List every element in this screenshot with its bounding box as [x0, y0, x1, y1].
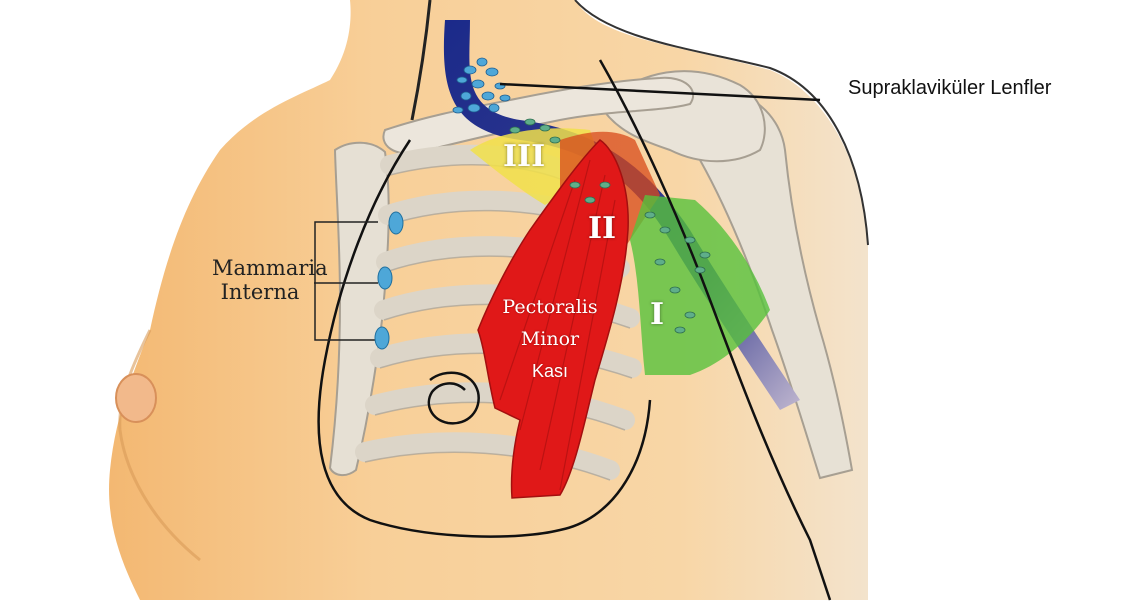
- level-3-label: III: [503, 140, 545, 175]
- level-2-label: II: [588, 212, 616, 247]
- pectoralis-minor-label: Pectoralis Minor Kası: [495, 297, 605, 381]
- muscle-line-3: Kası: [495, 361, 605, 382]
- mammaria-line-1: Mammaria: [212, 256, 308, 280]
- supraclavicular-label: Supraklaviküler Lenfler: [848, 77, 1051, 100]
- muscle-line-2: Minor: [495, 329, 605, 351]
- mammaria-line-2: Interna: [212, 280, 308, 304]
- nipple: [116, 374, 156, 422]
- mammaria-interna-label: Mammaria Interna: [212, 256, 308, 304]
- level-1-label: I: [650, 298, 664, 333]
- muscle-line-1: Pectoralis: [495, 297, 605, 319]
